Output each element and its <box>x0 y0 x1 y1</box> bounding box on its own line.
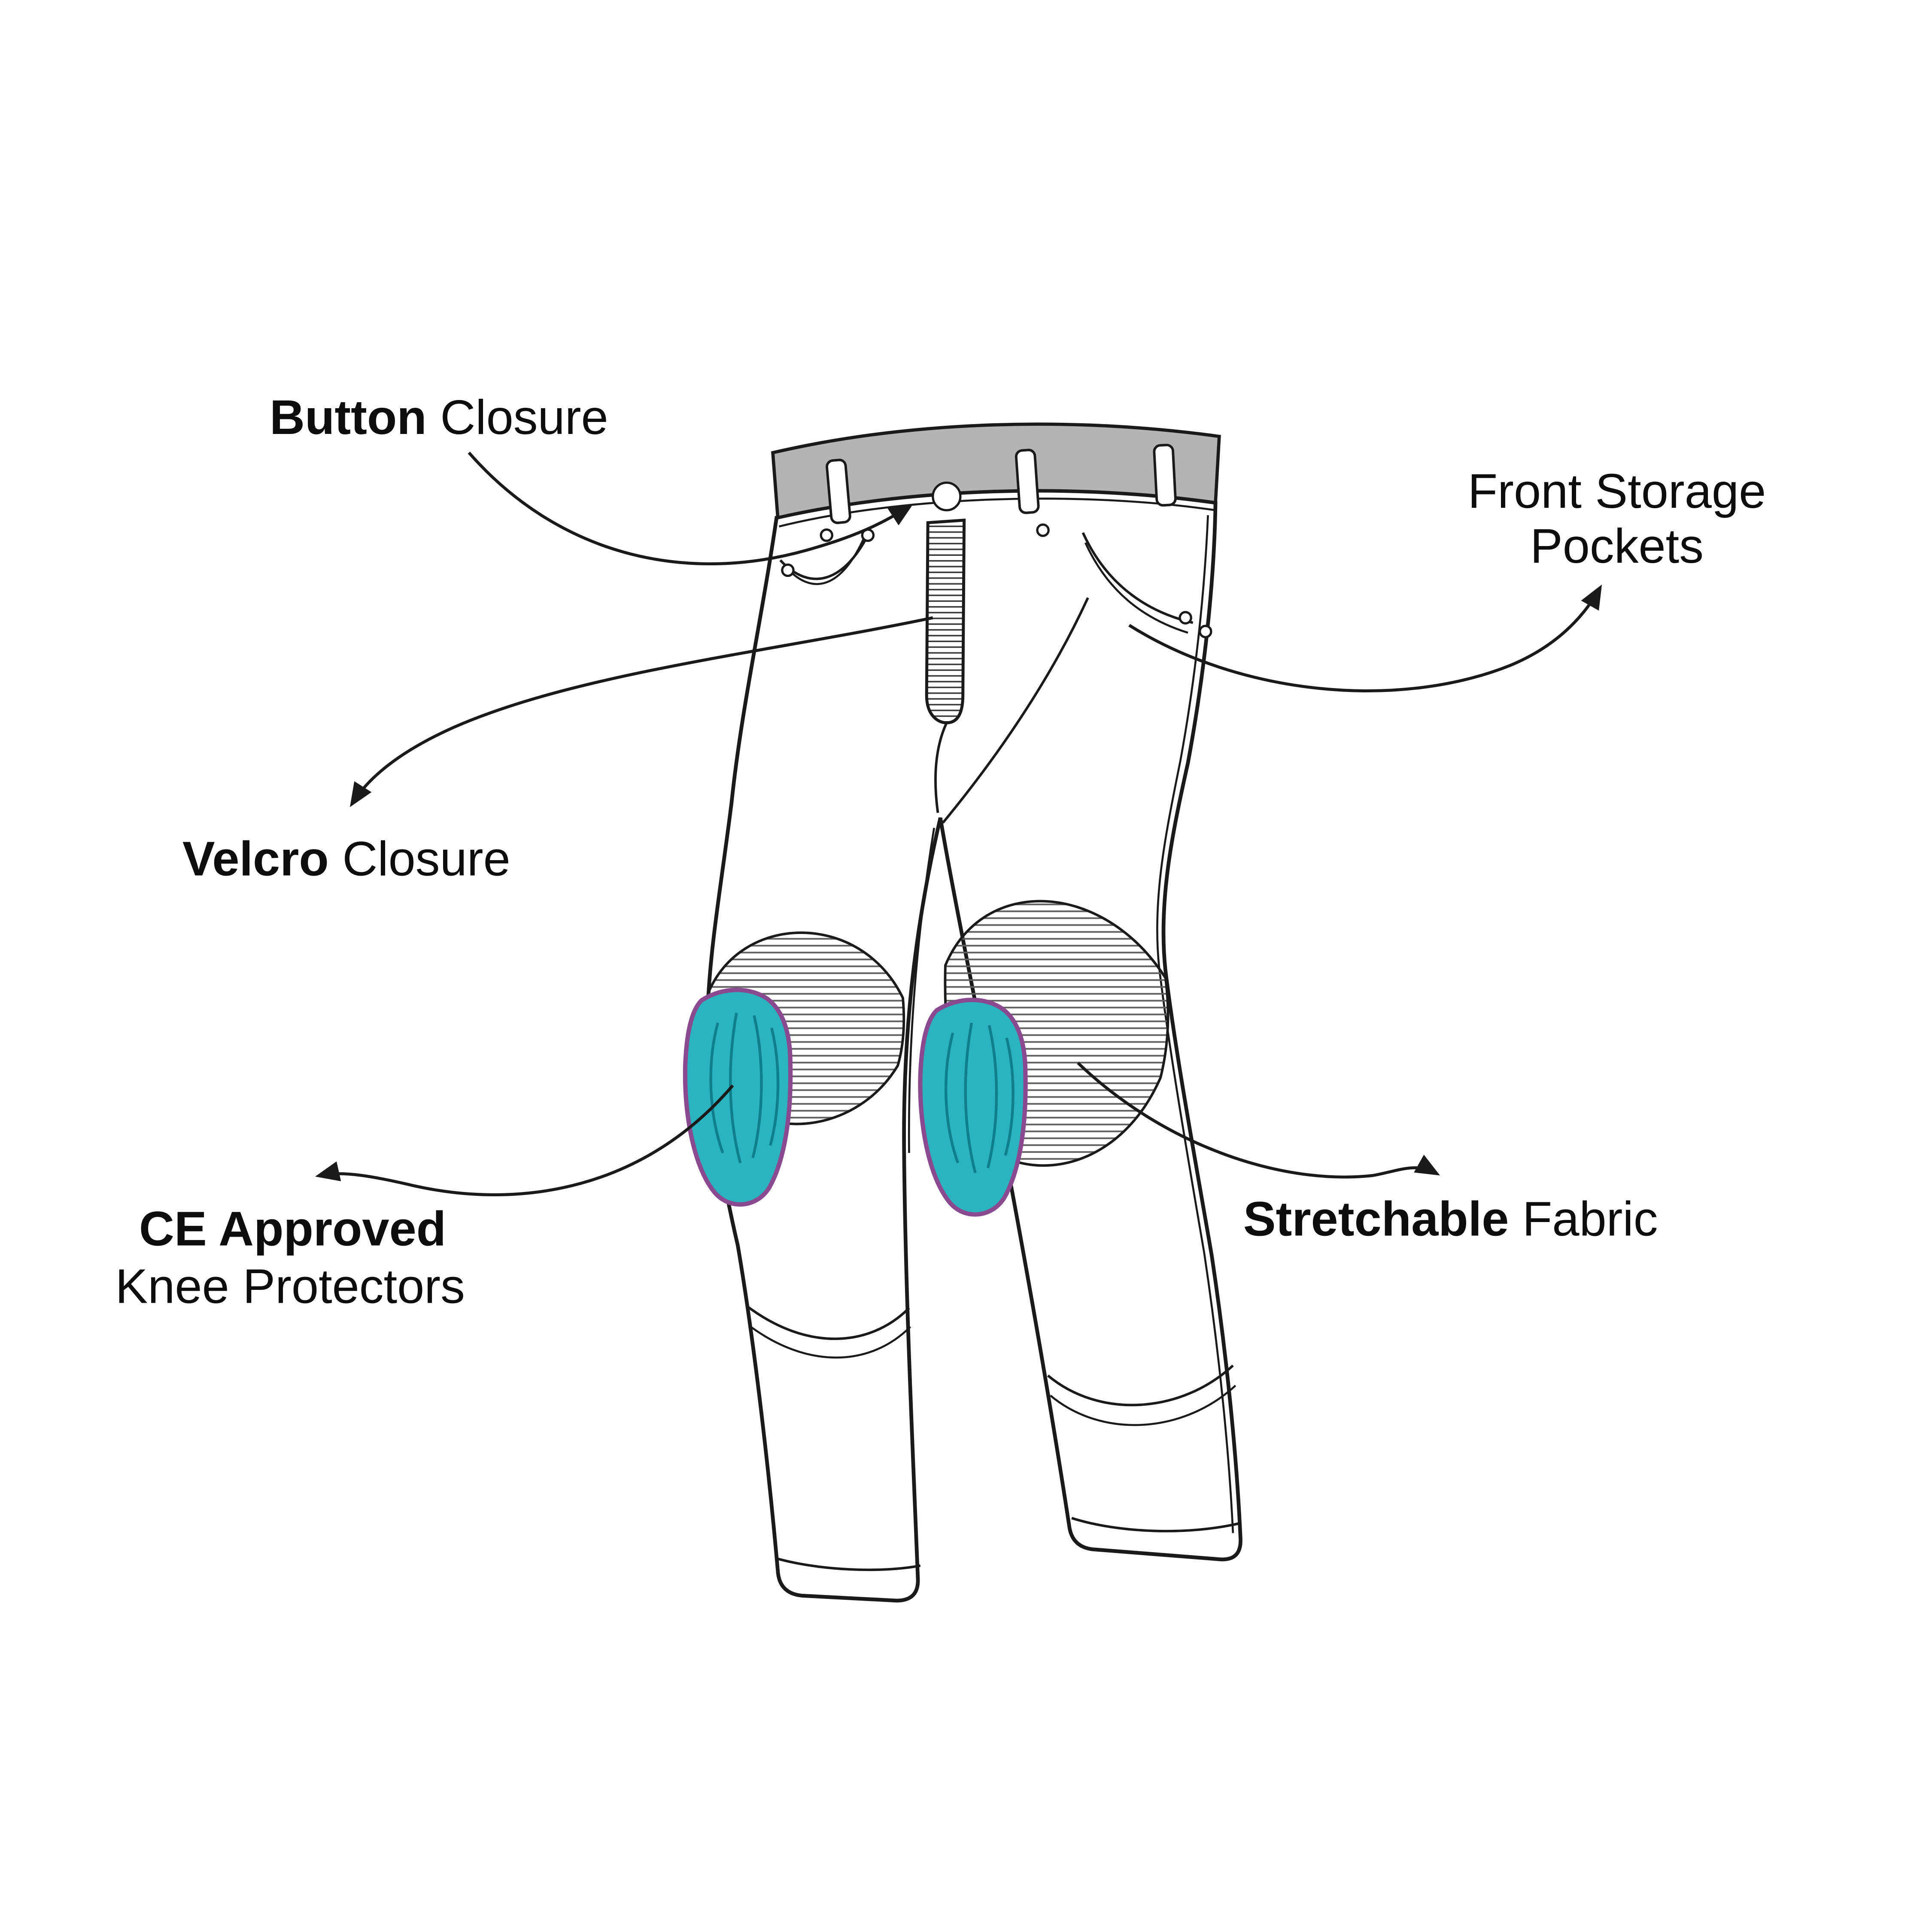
label-knee-protectors: Knee Protectors <box>115 1259 465 1314</box>
arrow-velcro-closure <box>349 616 933 807</box>
right-front-pocket <box>1081 532 1194 624</box>
left-shin-seam-stitch <box>748 1325 911 1359</box>
label-ce-approved: CE Approved <box>139 1202 446 1256</box>
left-hem <box>775 1557 921 1571</box>
belt-loop <box>1153 443 1177 507</box>
arrow-stretchable <box>1077 1062 1440 1179</box>
left-knee-pad <box>683 988 793 1207</box>
rivet <box>781 563 795 577</box>
right-knee-pad <box>918 998 1028 1217</box>
rivet <box>1036 523 1050 537</box>
belt-loop <box>826 458 851 524</box>
arrow-front-pockets <box>1128 584 1602 692</box>
right-shin-seam-stitch <box>1050 1385 1236 1426</box>
fly-zipper <box>925 519 966 725</box>
label-button-closure: Button Closure <box>270 390 608 445</box>
callout-arrows <box>315 452 1602 1197</box>
arrow-ce-knee <box>315 1084 734 1197</box>
label-front-storage-line1: Front Storage <box>1468 464 1766 519</box>
right-shin-seam <box>1047 1365 1234 1407</box>
pants-illustration <box>683 422 1242 1603</box>
left-inseam-stitch <box>908 828 936 1153</box>
rivet <box>1199 625 1212 638</box>
waist-button <box>932 481 962 512</box>
arrow-button-closure <box>468 452 914 566</box>
label-stretchable-fabric: Stretchable Fabric <box>1243 1192 1658 1246</box>
label-velcro-closure: Velcro Closure <box>182 831 510 886</box>
right-hem <box>1071 1516 1241 1532</box>
rivet <box>1179 611 1192 625</box>
right-front-pocket-stitch <box>1084 542 1188 634</box>
left-front-pocket-stitch <box>786 537 865 585</box>
rivet <box>820 528 833 542</box>
callout-labels: Button Closure Front Storage Pockets Vel… <box>115 390 1766 1314</box>
left-shin-seam <box>747 1306 910 1340</box>
belt-loop <box>1015 449 1040 514</box>
label-front-storage-line2: Pockets <box>1530 519 1704 573</box>
waistband <box>771 422 1221 520</box>
right-thigh-seam <box>942 597 1089 824</box>
fly-j-stitch <box>934 722 948 813</box>
